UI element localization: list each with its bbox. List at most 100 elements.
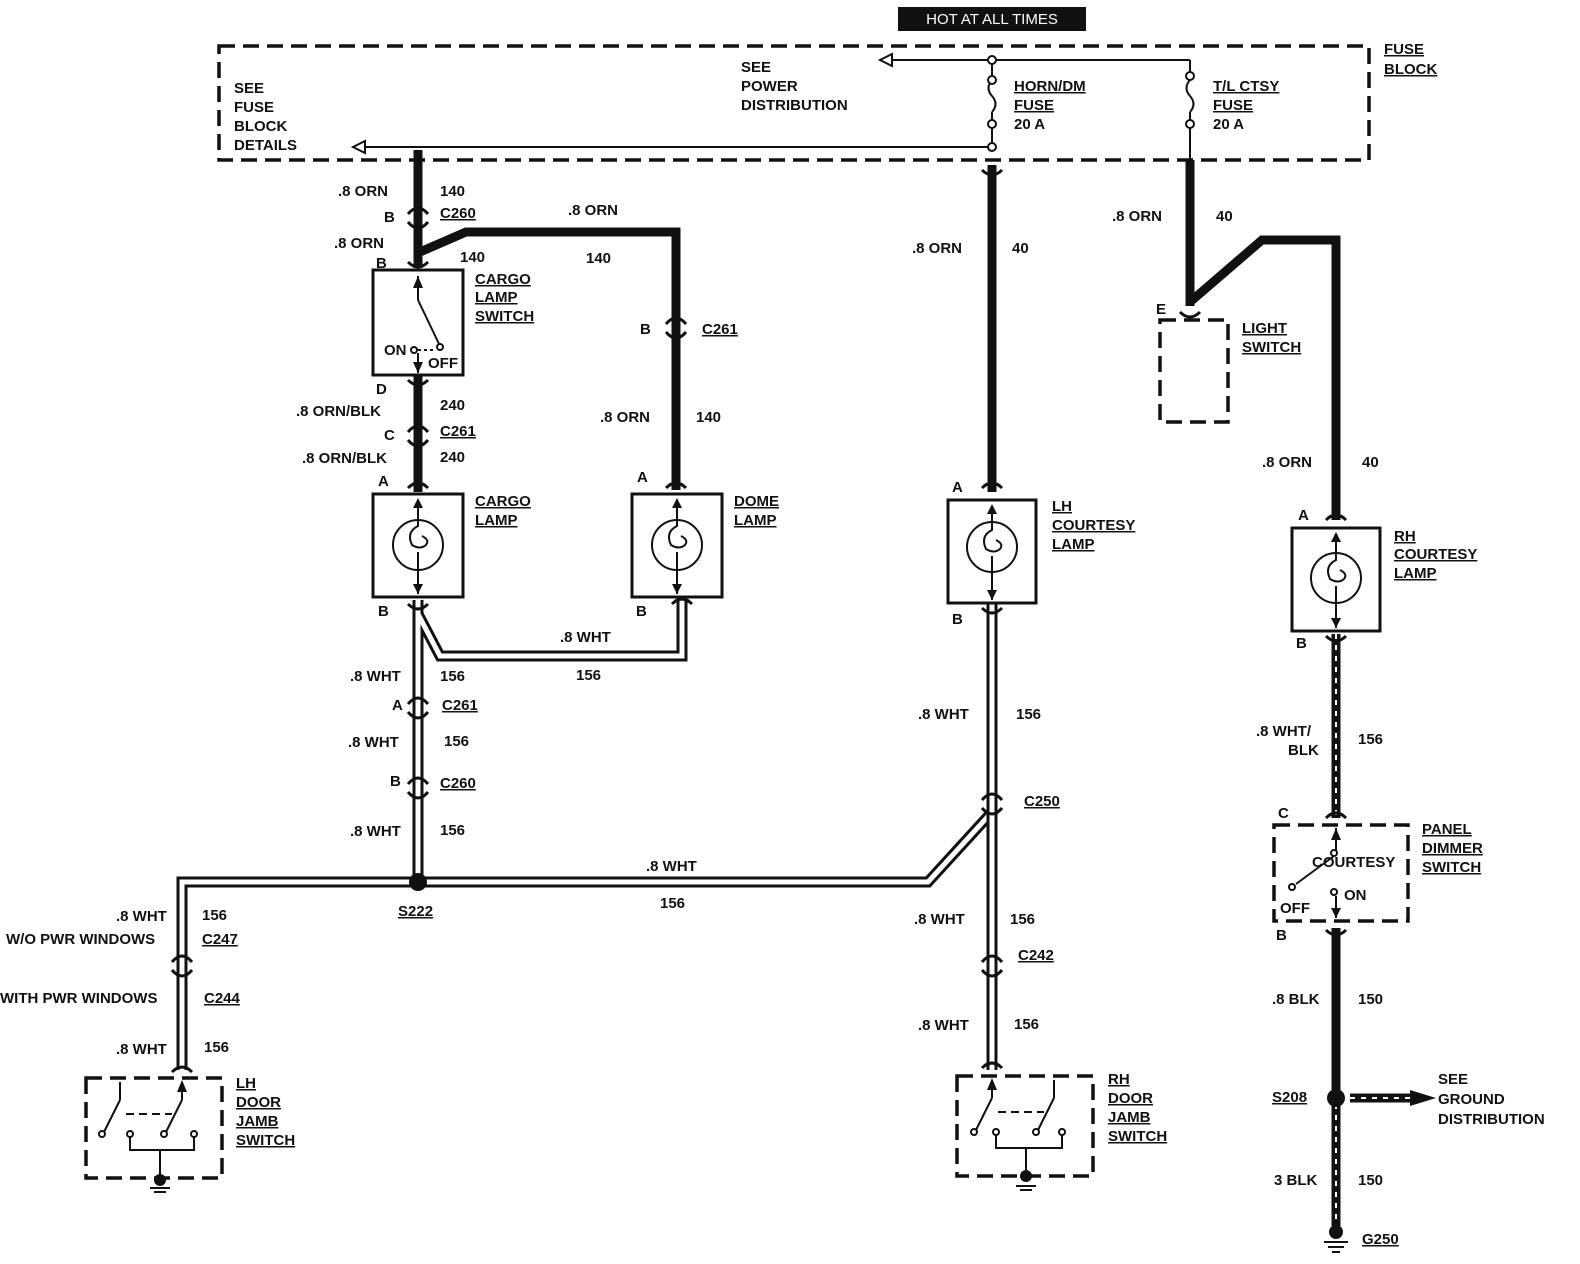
svg-text:C: C	[1278, 805, 1289, 822]
svg-text:CARGO: CARGO	[475, 493, 531, 510]
svg-text:B: B	[640, 321, 651, 338]
pin-labels: B B B D C A A B B A B A B E A B C B	[376, 209, 1309, 944]
svg-text:40: 40	[1216, 208, 1233, 225]
note-with-pwr-windows: WITH PWR WINDOWS	[0, 990, 157, 1007]
tl-ctsy-fuse	[1185, 60, 1195, 160]
lh-door-jamb-switch-label: LH DOOR JAMB SWITCH	[236, 1075, 295, 1149]
svg-text:156: 156	[1358, 731, 1383, 748]
svg-text:.8 ORN: .8 ORN	[338, 183, 388, 200]
svg-text:B: B	[384, 209, 395, 226]
wire-156-left	[176, 600, 997, 1070]
svg-text:C247: C247	[202, 931, 238, 948]
svg-text:.8 WHT: .8 WHT	[116, 1041, 167, 1058]
svg-text:E: E	[1156, 301, 1166, 318]
svg-text:C242: C242	[1018, 947, 1054, 964]
svg-text:.8 WHT: .8 WHT	[350, 823, 401, 840]
svg-text:C250: C250	[1024, 793, 1060, 810]
svg-text:156: 156	[660, 895, 685, 912]
svg-text:140: 140	[440, 183, 465, 200]
rh-courtesy-lamp-label: RH COURTESY LAMP	[1394, 528, 1477, 582]
svg-text:3 BLK: 3 BLK	[1274, 1172, 1318, 1189]
svg-text:D: D	[376, 381, 387, 398]
svg-text:B: B	[952, 611, 963, 628]
panel-dimmer-switch	[1272, 823, 1410, 923]
svg-text:LAMP: LAMP	[475, 289, 518, 306]
svg-text:.8 ORN/BLK: .8 ORN/BLK	[296, 403, 381, 420]
svg-text:156: 156	[576, 667, 601, 684]
svg-text:FUSE: FUSE	[234, 99, 274, 116]
svg-text:.8 ORN: .8 ORN	[568, 202, 618, 219]
svg-text:.8 WHT/: .8 WHT/	[1256, 723, 1312, 740]
cargo-lamp-switch	[371, 268, 465, 377]
svg-text:SWITCH: SWITCH	[236, 1132, 295, 1149]
svg-text:G250: G250	[1362, 1231, 1399, 1248]
svg-text:FUSE: FUSE	[1014, 97, 1054, 114]
dome-lamp	[630, 492, 724, 599]
svg-text:B: B	[378, 603, 389, 620]
svg-text:C261: C261	[440, 423, 476, 440]
svg-text:POWER: POWER	[741, 78, 798, 95]
light-switch	[1158, 318, 1230, 424]
svg-text:.8 WHT: .8 WHT	[918, 1017, 969, 1034]
svg-text:SWITCH: SWITCH	[1422, 859, 1481, 876]
cargo-switch-off: OFF	[428, 355, 458, 372]
svg-text:SWITCH: SWITCH	[1108, 1128, 1167, 1145]
svg-text:HORN/DM: HORN/DM	[1014, 78, 1086, 95]
svg-text:RH: RH	[1108, 1071, 1130, 1088]
svg-text:JAMB: JAMB	[236, 1113, 279, 1130]
svg-text:140: 140	[586, 250, 611, 267]
svg-text:GROUND: GROUND	[1438, 1091, 1505, 1108]
svg-text:FUSE: FUSE	[1213, 97, 1253, 114]
fuse-block-outline	[217, 44, 1371, 162]
svg-text:156: 156	[440, 668, 465, 685]
svg-text:JAMB: JAMB	[1108, 1109, 1151, 1126]
svg-text:RH: RH	[1394, 528, 1416, 545]
svg-text:20 A: 20 A	[1014, 116, 1045, 133]
svg-text:DIMMER: DIMMER	[1422, 840, 1483, 857]
hot-at-all-times-banner	[898, 7, 1086, 31]
connector-marks	[170, 168, 1348, 1074]
rh-door-jamb-switch	[955, 1074, 1095, 1191]
svg-text:SWITCH: SWITCH	[1242, 339, 1301, 356]
svg-text:240: 240	[440, 449, 465, 466]
svg-text:A: A	[637, 469, 648, 486]
svg-text:BLOCK: BLOCK	[234, 118, 287, 135]
svg-text:156: 156	[204, 1039, 229, 1056]
svg-text:40: 40	[1362, 454, 1379, 471]
wire-140-to-dome	[418, 227, 681, 490]
svg-text:DOME: DOME	[734, 493, 779, 510]
svg-text:CARGO: CARGO	[475, 271, 531, 288]
svg-text:DISTRIBUTION: DISTRIBUTION	[1438, 1111, 1545, 1128]
svg-text:B: B	[376, 255, 387, 272]
svg-text:156: 156	[1016, 706, 1041, 723]
svg-text:140: 140	[460, 249, 485, 266]
wire-labels: .8 ORN 140 .8 ORN 140 .8 ORN 140 .8 ORN/…	[116, 183, 1383, 1189]
cargo-lamp-switch-label: CARGO LAMP SWITCH	[475, 271, 534, 325]
svg-text:T/L CTSY: T/L CTSY	[1213, 78, 1279, 95]
svg-text:DOOR: DOOR	[1108, 1090, 1153, 1107]
svg-text:DETAILS: DETAILS	[234, 137, 297, 154]
lh-courtesy-lamp	[946, 498, 1038, 605]
svg-text:.8 WHT: .8 WHT	[116, 908, 167, 925]
svg-text:20 A: 20 A	[1213, 116, 1244, 133]
svg-text:156: 156	[1014, 1016, 1039, 1033]
svg-text:.8 WHT: .8 WHT	[914, 911, 965, 928]
svg-text:SEE: SEE	[1438, 1071, 1468, 1088]
ground-distribution-link	[1350, 1090, 1436, 1106]
horn-dm-fuse	[987, 55, 997, 152]
svg-text:A: A	[392, 697, 403, 714]
wire-40-rh	[1187, 235, 1341, 520]
fuse-block-title-2: BLOCK	[1384, 61, 1437, 78]
svg-text:.8 WHT: .8 WHT	[350, 668, 401, 685]
svg-text:B: B	[636, 603, 647, 620]
svg-text:.8 WHT: .8 WHT	[918, 706, 969, 723]
svg-text:240: 240	[440, 397, 465, 414]
cargo-switch-on: ON	[384, 342, 407, 359]
svg-text:LAMP: LAMP	[1052, 536, 1095, 553]
lh-courtesy-lamp-label: LH COURTESY LAMP	[1052, 498, 1135, 553]
panel-dimmer-switch-label: PANEL DIMMER SWITCH	[1422, 821, 1483, 876]
svg-text:156: 156	[202, 907, 227, 924]
svg-text:C: C	[384, 427, 395, 444]
svg-text:B: B	[390, 773, 401, 790]
